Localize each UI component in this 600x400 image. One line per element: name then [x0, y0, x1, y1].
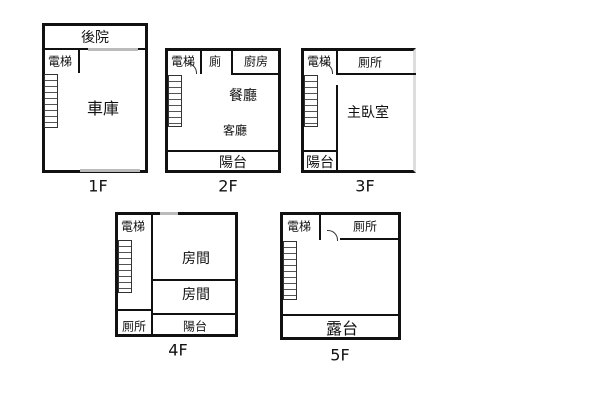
room-elevator: 電梯 — [120, 219, 146, 234]
window — [160, 212, 178, 215]
room-bathroom: 厠所 — [357, 55, 383, 70]
wall — [280, 314, 401, 316]
room-bathroom: 厠所 — [121, 319, 147, 334]
room-balcony: 陽台 — [306, 155, 334, 171]
garage-door — [80, 169, 140, 172]
wall — [151, 212, 153, 337]
room-bedroom-1: 房間 — [182, 251, 210, 267]
floor-label-3f: 3F — [355, 176, 375, 196]
room-bedroom-2: 房間 — [182, 287, 210, 303]
floor-label-1f: 1F — [88, 176, 108, 196]
wall — [165, 150, 281, 152]
room-balcony: 陽台 — [219, 155, 247, 171]
stairs — [168, 75, 182, 127]
room-toilet: 廁 — [208, 54, 222, 69]
stairs — [304, 75, 318, 127]
stairs — [283, 241, 297, 300]
wall — [115, 309, 152, 311]
room-bathroom: 厠所 — [352, 219, 378, 234]
room-elevator: 電梯 — [286, 219, 312, 234]
room-garage: 車庫 — [86, 99, 120, 118]
wall — [200, 48, 202, 74]
wall — [231, 73, 281, 75]
room-living: 客廳 — [222, 123, 248, 138]
room-terrace: 露台 — [325, 319, 359, 338]
room-kitchen: 廚房 — [243, 54, 269, 69]
wall — [319, 212, 321, 240]
room-elevator: 電梯 — [306, 54, 332, 69]
stairs — [44, 74, 58, 128]
floor-label-5f: 5F — [330, 345, 350, 365]
room-elevator: 電梯 — [47, 54, 73, 69]
wall — [340, 238, 401, 240]
wall — [78, 48, 80, 73]
wall — [151, 313, 238, 315]
stairs — [118, 240, 132, 293]
room-elevator: 電梯 — [170, 54, 196, 69]
3f-outline — [301, 48, 416, 173]
wall — [336, 73, 416, 75]
5f-outline — [280, 212, 401, 340]
room-backyard: 後院 — [81, 30, 109, 46]
wall — [231, 48, 233, 74]
wall — [151, 279, 238, 281]
room-dining: 餐廳 — [229, 88, 257, 104]
wall — [336, 48, 338, 74]
window — [88, 48, 138, 51]
wall — [336, 85, 338, 173]
room-balcony: 陽台 — [182, 319, 208, 334]
2f-outline — [165, 48, 281, 173]
floor-label-2f: 2F — [218, 176, 238, 196]
wall — [301, 150, 337, 152]
room-master-bedroom: 主臥室 — [347, 105, 389, 121]
floor-label-4f: 4F — [168, 340, 188, 360]
